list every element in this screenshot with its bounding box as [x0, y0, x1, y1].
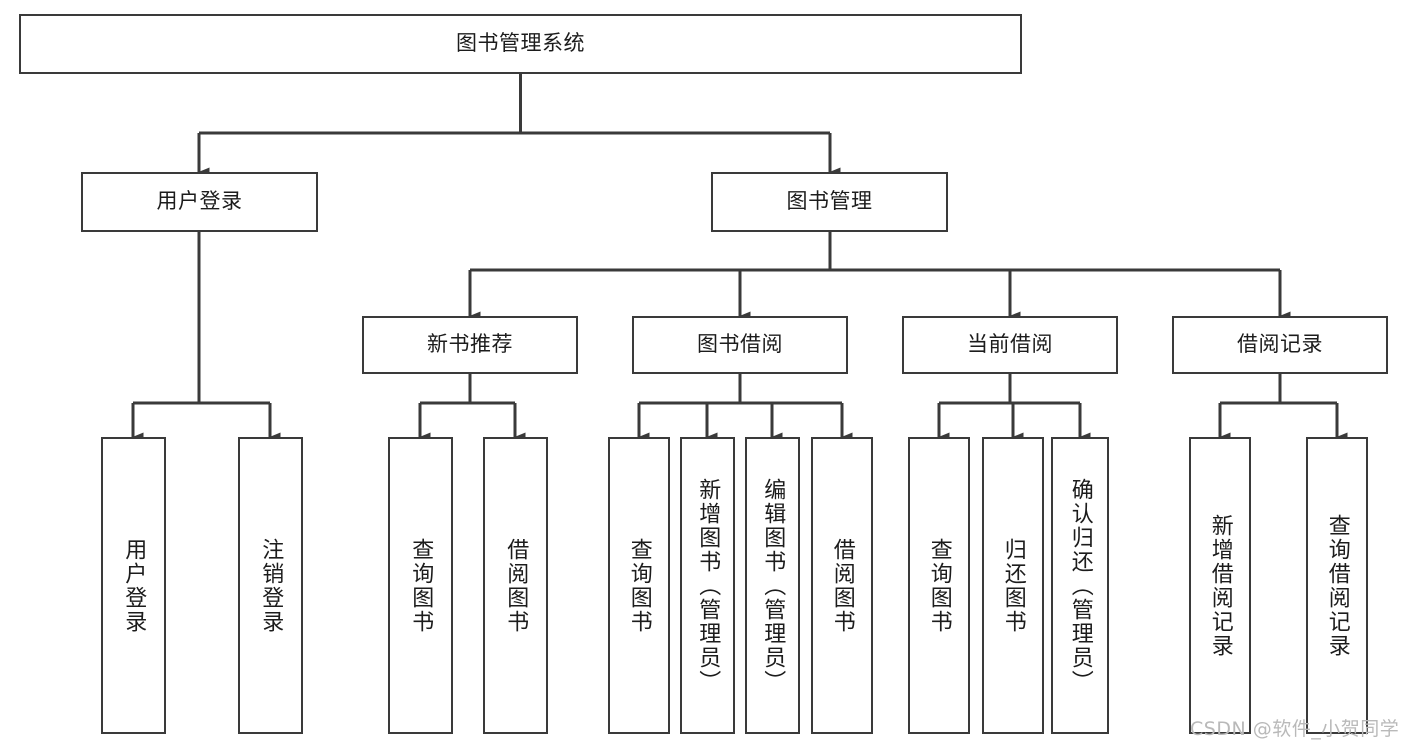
node-leaf-query-book-1-label: 查询图书 [408, 537, 434, 634]
node-book-management[interactable]: 图书管理 [711, 172, 948, 232]
node-leaf-query-borrow-record-label: 查询借阅记录 [1324, 513, 1350, 658]
node-borrow-record-label: 借阅记录 [1237, 332, 1323, 357]
node-leaf-user-login-label: 用户登录 [121, 537, 147, 634]
node-leaf-logout-login-label: 注销登录 [258, 537, 284, 634]
node-leaf-add-borrow-record[interactable]: 新增借阅记录 [1189, 437, 1251, 734]
node-leaf-borrow-book-1-label: 借阅图书 [503, 537, 529, 634]
node-leaf-confirm-return-admin-label: 确认归还（管理员） [1067, 477, 1093, 694]
node-root[interactable]: 图书管理系统 [19, 14, 1022, 74]
node-leaf-query-book-2-label: 查询图书 [626, 537, 652, 634]
node-leaf-query-book-1[interactable]: 查询图书 [388, 437, 453, 734]
node-leaf-query-borrow-record[interactable]: 查询借阅记录 [1306, 437, 1368, 734]
node-leaf-add-borrow-record-label: 新增借阅记录 [1207, 513, 1233, 658]
node-leaf-borrow-book-2[interactable]: 借阅图书 [811, 437, 873, 734]
node-new-book-recommend[interactable]: 新书推荐 [362, 316, 578, 374]
node-leaf-edit-book-admin[interactable]: 编辑图书（管理员） [745, 437, 800, 734]
node-user-login-label: 用户登录 [156, 189, 243, 214]
node-leaf-query-book-3-label: 查询图书 [926, 537, 952, 634]
node-leaf-logout-login[interactable]: 注销登录 [238, 437, 303, 734]
node-leaf-borrow-book-2-label: 借阅图书 [829, 537, 855, 634]
node-leaf-borrow-book-1[interactable]: 借阅图书 [483, 437, 548, 734]
csdn-watermark: CSDN @软件_小贺同学 [1190, 718, 1400, 740]
node-current-borrow[interactable]: 当前借阅 [902, 316, 1118, 374]
node-book-borrow-label: 图书借阅 [697, 332, 783, 357]
node-leaf-confirm-return-admin[interactable]: 确认归还（管理员） [1051, 437, 1109, 734]
node-leaf-add-book-admin[interactable]: 新增图书（管理员） [680, 437, 735, 734]
node-root-label: 图书管理系统 [456, 31, 585, 56]
node-leaf-return-book-label: 归还图书 [1000, 537, 1026, 634]
node-book-management-label: 图书管理 [786, 189, 873, 214]
node-leaf-edit-book-admin-label: 编辑图书（管理员） [760, 477, 786, 694]
node-user-login[interactable]: 用户登录 [81, 172, 318, 232]
node-new-book-recommend-label: 新书推荐 [427, 332, 513, 357]
node-leaf-query-book-2[interactable]: 查询图书 [608, 437, 670, 734]
node-leaf-user-login[interactable]: 用户登录 [101, 437, 166, 734]
node-leaf-query-book-3[interactable]: 查询图书 [908, 437, 970, 734]
node-leaf-add-book-admin-label: 新增图书（管理员） [695, 477, 721, 694]
node-borrow-record[interactable]: 借阅记录 [1172, 316, 1388, 374]
node-book-borrow[interactable]: 图书借阅 [632, 316, 848, 374]
node-leaf-return-book[interactable]: 归还图书 [982, 437, 1044, 734]
node-current-borrow-label: 当前借阅 [967, 332, 1053, 357]
